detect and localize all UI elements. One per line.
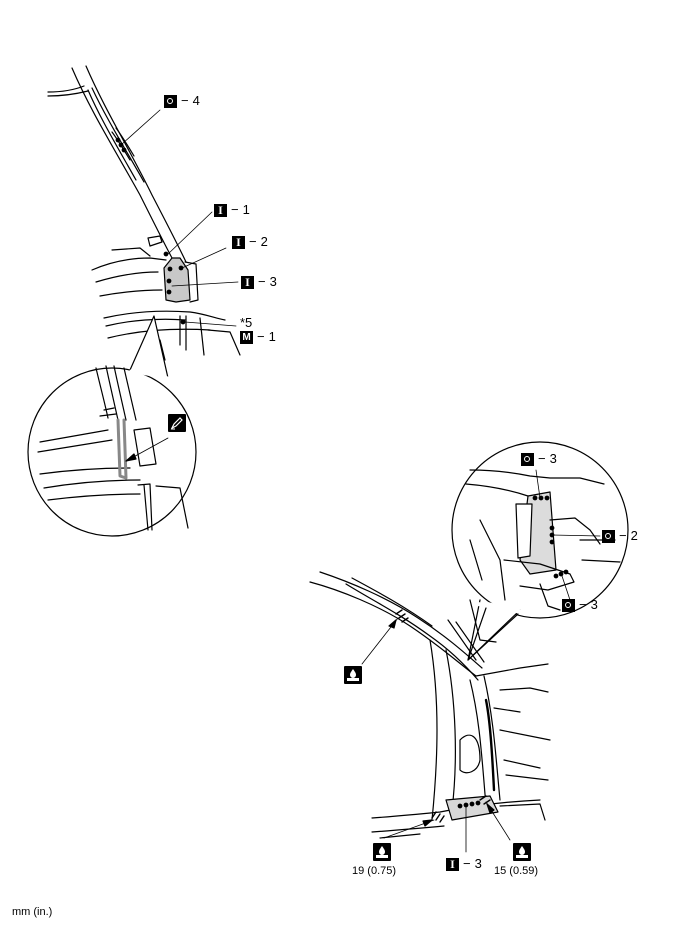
label-m-1: − 1 <box>240 330 276 344</box>
torque-value-left: 19 (0.75) <box>352 865 397 877</box>
label-value: 1 <box>268 329 276 344</box>
label-i-1: − 1 <box>214 203 250 217</box>
label-i-2: − 2 <box>232 235 268 249</box>
label-o-2: − 2 <box>602 529 638 543</box>
lower-pillar-view <box>309 571 551 853</box>
detail-circle-right <box>451 441 629 661</box>
dash: − <box>231 202 239 217</box>
dash: − <box>258 274 266 289</box>
weld-type-i-symbol-icon <box>241 275 254 289</box>
label-star-5: *5 <box>240 316 252 330</box>
spot-weld-symbol-icon <box>521 452 534 466</box>
dash: − <box>249 234 257 249</box>
label-value: 2 <box>260 234 268 249</box>
dash: − <box>538 451 546 466</box>
label-i-3-bottom: − 3 <box>446 857 482 871</box>
label-o-3-bottom: − 3 <box>562 598 598 612</box>
mig-weld-symbol-icon <box>240 330 253 344</box>
label-value: 2 <box>630 528 638 543</box>
sealer-application-icon <box>513 843 531 861</box>
upper-pillar-view <box>47 65 241 361</box>
weld-type-i-symbol-icon <box>446 857 459 871</box>
label-value: 3 <box>474 856 482 871</box>
dash: − <box>619 528 627 543</box>
label-o-4: − 4 <box>164 94 200 108</box>
detail-circle-left <box>27 315 197 537</box>
spot-weld-symbol-icon <box>164 94 177 108</box>
label-value: 3 <box>269 274 277 289</box>
sealer-application-icon <box>373 843 391 861</box>
label-value: *5 <box>240 315 253 330</box>
spot-weld-symbol-icon <box>602 529 615 543</box>
label-i-3-top: − 3 <box>241 275 277 289</box>
label-value: 3 <box>549 451 557 466</box>
units-note: mm (in.) <box>12 906 53 918</box>
label-o-3-top: − 3 <box>521 452 557 466</box>
spot-weld-symbol-icon <box>562 598 575 612</box>
label-value: 4 <box>192 93 200 108</box>
marking-pen-icon <box>168 414 186 432</box>
dash: − <box>257 329 265 344</box>
dash: − <box>463 856 471 871</box>
label-value: 1 <box>242 202 250 217</box>
torque-value-right: 15 (0.59) <box>494 865 539 877</box>
weld-type-i-symbol-icon <box>232 235 245 249</box>
dash: − <box>579 597 587 612</box>
weld-type-i-symbol-icon <box>214 203 227 217</box>
dash: − <box>181 93 189 108</box>
label-value: 3 <box>590 597 598 612</box>
sealer-application-icon <box>344 666 362 684</box>
